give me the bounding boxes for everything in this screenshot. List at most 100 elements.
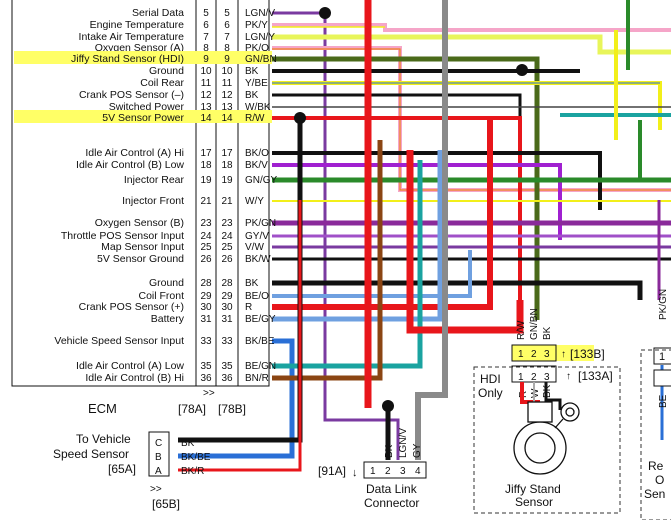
- ecm-pin-number-b: 33: [221, 336, 233, 347]
- wire-right-green: [626, 0, 642, 180]
- ecm-pin-wire-color: BK: [245, 66, 259, 77]
- ecm-pin-number-a: 26: [200, 254, 212, 265]
- jiffy-title-line2: Sensor: [515, 495, 553, 509]
- ecm-pin-number-b: 6: [224, 20, 230, 31]
- ecm-pin-number-a: 19: [200, 175, 212, 186]
- ecm-pin-signal: Crank POS Sensor (–): [79, 89, 184, 101]
- wire-bk-be: [178, 338, 295, 459]
- ecm-pin-wire-color: W/BK: [245, 102, 271, 113]
- wire-be-gy: [272, 150, 443, 322]
- right-connector-body: [653, 347, 671, 365]
- vss-pin-wire-color: BK/R: [181, 466, 204, 477]
- ecm-pin-wire-color: BE/O: [245, 291, 269, 302]
- ecm-pin-number-a: 8: [203, 43, 209, 54]
- splice-dot: [382, 400, 394, 412]
- ecm-pin-number-b: 17: [221, 148, 233, 159]
- ecm-pin-number-a: 11: [201, 78, 212, 89]
- right-text-3: Sen: [644, 487, 665, 501]
- ecm-pin-wire-color: Y/BE: [245, 78, 268, 89]
- dlc-connector-id: [91A]: [318, 464, 346, 478]
- jiffy-hdi-line2: Only: [478, 386, 503, 400]
- ecm-pin-wire-color: PK/GN: [245, 218, 276, 229]
- splice-dots: [294, 7, 528, 412]
- wire-bk-12: [272, 93, 522, 320]
- jiffy-pin-number: 1: [518, 372, 524, 383]
- ecm-pin-wire-color: R: [245, 302, 252, 313]
- jiffy-pin-number: 2: [531, 349, 537, 360]
- ecm-pin-number-b: 12: [221, 90, 233, 101]
- wire-be-o: [272, 250, 472, 298]
- vss-connector: [65A]: [108, 462, 136, 476]
- vss-mate-connector: [65B]: [152, 497, 180, 511]
- ecm-pin-signal: Jiffy Stand Sensor (HDI): [71, 53, 184, 65]
- ecm-pin-number-a: 12: [200, 90, 212, 101]
- ecm-pin-signal: Idle Air Control (A) Hi: [85, 147, 184, 159]
- ecm-pin-highlight: [14, 110, 272, 123]
- ecm-pin-number-a: 30: [200, 302, 212, 313]
- ecm-pin-signal: Oxygen Sensor (B): [95, 217, 184, 229]
- jiffy-connector-b-body: [511, 344, 557, 362]
- ecm-pin-wire-color: BK: [245, 90, 259, 101]
- vss-mate-arrow: >>: [150, 484, 162, 495]
- ecm-pin-signal: Battery: [151, 313, 185, 325]
- vss-pin-wire-color: BK/BE: [181, 452, 211, 463]
- ecm-pin-number-b: 35: [221, 361, 233, 372]
- vss-title-line2: Speed Sensor: [53, 447, 129, 461]
- ecm-pin-wire-color: R/W: [245, 113, 265, 124]
- jiffy-hdi-line1: HDI: [480, 372, 501, 386]
- wire-gray-trunk: [415, 0, 448, 460]
- ecm-pin-wire-color: BE/GY: [245, 314, 276, 325]
- jiffy-dashed-frame: [473, 366, 621, 514]
- ecm-pin-signal: Intake Air Temperature: [79, 31, 185, 43]
- wire-bn-r: [272, 140, 383, 381]
- ecm-pin-number-a: 35: [200, 361, 212, 372]
- ecm-pin-number-a: 13: [200, 102, 212, 113]
- dlc-arrow: ↓: [352, 467, 358, 479]
- vss-title-line1: To Vehicle: [76, 432, 131, 446]
- ecm-title: ECM: [88, 401, 117, 416]
- ecm-pin-number-a: 9: [203, 54, 209, 65]
- ecm-pin-number-a: 33: [200, 336, 212, 347]
- ecm-pin-signal: Injector Rear: [124, 174, 185, 186]
- ecm-pin-wire-color: GN/BN: [245, 54, 277, 65]
- ecm-pin-wire-color: W/Y: [245, 196, 264, 207]
- right-edge-partial: PK/GN 1 BE Re O Sen: [640, 289, 671, 520]
- ecm-connector-b: [78B]: [218, 402, 246, 416]
- wire-bk-28: [272, 280, 643, 300]
- ecm-pin-number-a: 28: [200, 278, 212, 289]
- dlc-wire-color: BK: [384, 444, 395, 458]
- wire-red-vss: [178, 200, 302, 472]
- wire-be-gn: [272, 160, 423, 369]
- ecm-pin-number-b: 24: [221, 231, 233, 242]
- ecm-pin-signal: Map Sensor Input: [101, 241, 184, 253]
- ecm-pin-signal: Idle Air Control (B) Hi: [85, 372, 184, 384]
- ecm-pin-number-b: 13: [221, 102, 233, 113]
- jiffy-wire-black: [544, 382, 562, 410]
- ecm-pin-number-b: 9: [224, 54, 230, 65]
- ecm-pin-number-b: 31: [221, 314, 233, 325]
- ecm-pin-number-a: 23: [200, 218, 212, 229]
- ecm-pin-signal: Idle Air Control (B) Low: [76, 159, 184, 171]
- dlc-connector-body: [363, 461, 427, 479]
- ecm-pin-number-b: 11: [222, 78, 233, 89]
- ecm-pin-number-b: 23: [221, 218, 233, 229]
- ecm-pin-wire-color: GN/GY: [245, 175, 278, 186]
- dlc-pin-number: 2: [385, 466, 391, 477]
- jiffy-connector-b: [133B]: [570, 347, 605, 361]
- splice-dot: [516, 64, 528, 76]
- ecm-pin-number-b: 8: [224, 43, 230, 54]
- ecm-outline: [11, 0, 270, 387]
- ecm-pin-number-a: 7: [203, 32, 209, 43]
- ecm-pin-highlight: [14, 51, 272, 64]
- jiffy-pin-number: 3: [544, 349, 550, 360]
- wire-bk-v: [272, 163, 562, 240]
- ecm-pin-signal: Coil Rear: [140, 77, 184, 89]
- ecm-pin-wire-color: GY/V: [245, 231, 269, 242]
- jiffy-wire-color-bottom: W: [530, 388, 541, 398]
- right-wire-label2: BE: [658, 394, 669, 408]
